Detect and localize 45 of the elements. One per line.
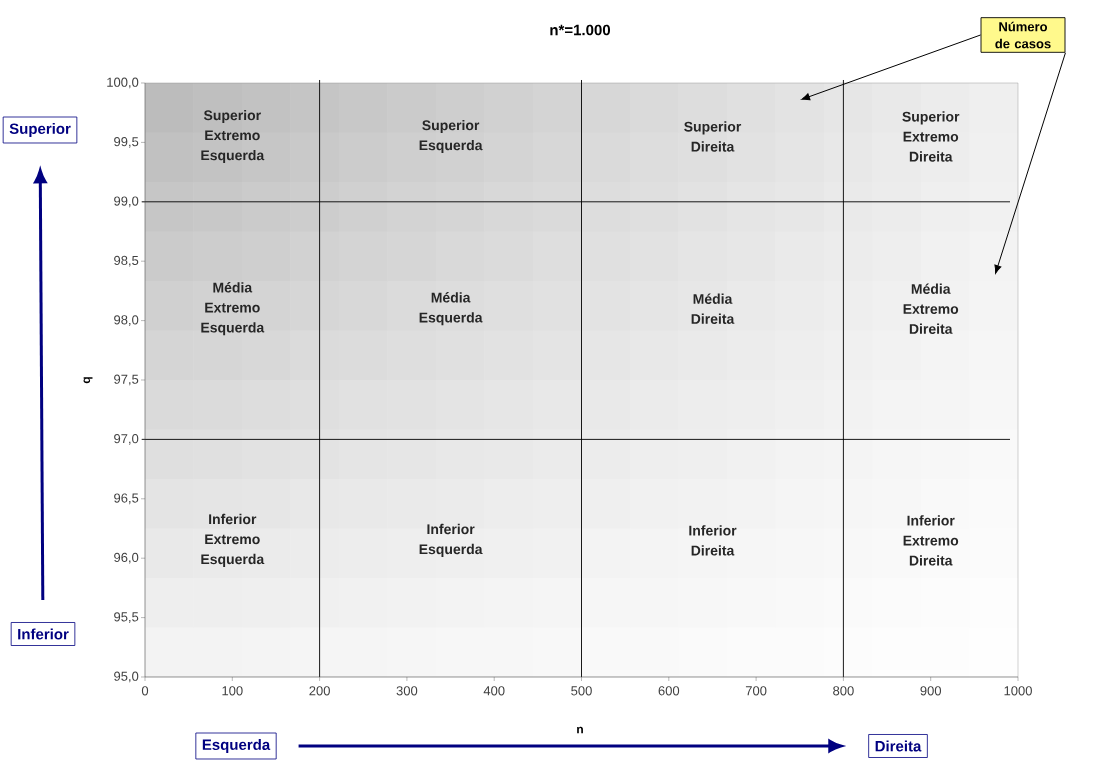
tick-label: 1000: [1004, 686, 1032, 696]
tick-label: 100,0: [107, 77, 139, 89]
region-label: Média Direita: [691, 293, 735, 324]
tick-label: 800: [833, 686, 854, 696]
arrow: [801, 34, 982, 101]
tick-label: 97,0: [114, 434, 139, 445]
callout-box: Número de casos: [980, 17, 1066, 53]
region-label: Inferior Extremo Direita: [903, 515, 959, 566]
tick-label: 100: [222, 686, 243, 696]
tick-label: 96,5: [114, 493, 139, 505]
tick-label: 700: [745, 686, 767, 696]
axis-title: q: [83, 377, 93, 384]
tick-label: 95,5: [114, 612, 139, 623]
tick-label: 99,5: [114, 137, 139, 148]
direction-box: Direita: [868, 734, 928, 758]
tick-label: 99,0: [114, 196, 139, 208]
region-label: Inferior Extremo Esquerda: [201, 513, 265, 567]
direction-box: Esquerda: [195, 732, 277, 760]
region-label: Superior Extremo Esquerda: [201, 109, 265, 163]
tick-label: 98,0: [114, 315, 139, 326]
region-label: Superior Esquerda: [419, 119, 483, 153]
tick-label: 96,0: [114, 552, 139, 564]
direction-box: Inferior: [10, 622, 76, 646]
region-label: Superior Direita: [684, 121, 742, 152]
tick-label: 200: [309, 686, 330, 696]
region-label: Inferior Esquerda: [419, 523, 483, 557]
tick-label: 900: [920, 686, 942, 696]
arrow: [298, 739, 843, 753]
region-label: Média Extremo Direita: [903, 283, 959, 334]
tick-label: 98,5: [114, 255, 139, 267]
tick-label: 400: [483, 686, 505, 696]
tick-label: 500: [571, 686, 592, 696]
tick-label: 97,5: [114, 374, 139, 386]
tick-label: 600: [658, 686, 680, 696]
tick-label: 300: [396, 686, 418, 696]
region-label: Inferior Direita: [689, 525, 737, 556]
arrow: [994, 52, 1066, 274]
direction-box: Superior: [2, 116, 78, 144]
region-label: Média Extremo Esquerda: [201, 282, 265, 336]
chart-title: n*=1.000: [550, 24, 610, 36]
axis-title: n: [577, 726, 583, 734]
tick-label: 95,0: [114, 671, 139, 683]
region-label: Superior Extremo Direita: [902, 111, 960, 162]
region-label: Média Esquerda: [419, 292, 483, 326]
tick-label: 0: [141, 686, 149, 696]
